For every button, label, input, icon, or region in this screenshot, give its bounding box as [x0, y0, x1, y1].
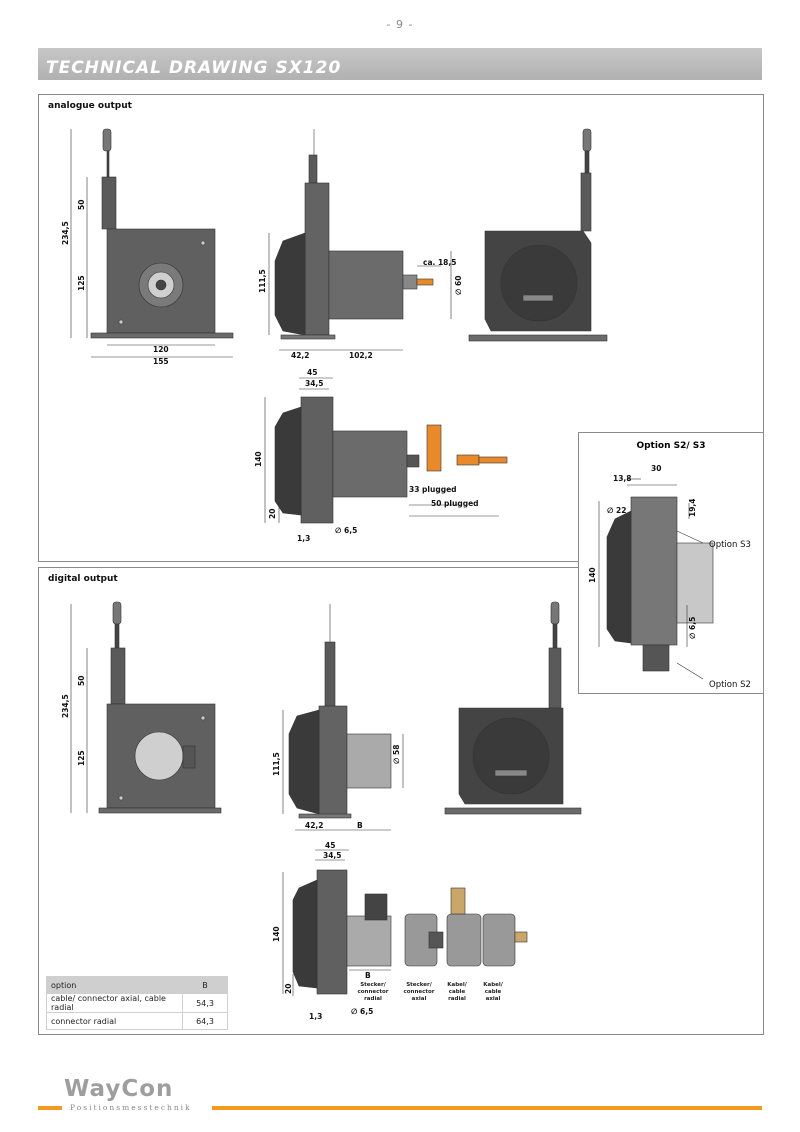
dim-plug50: 50 plugged	[431, 499, 479, 508]
conn-label-4b: cable	[485, 989, 502, 995]
option-row-label: cable/ connector axial, cable radial	[46, 993, 183, 1013]
dig-dim-side-dia: ∅ 58	[392, 745, 401, 764]
opt-dim-30: 30	[651, 464, 661, 473]
conn-label-3b: cable	[449, 989, 466, 995]
dig-dim-h-body: 125	[77, 750, 86, 766]
opt-dim-140: 140	[588, 567, 597, 583]
option-header-label: option	[46, 976, 183, 994]
analogue-side-view	[268, 129, 452, 351]
digital-side-view	[282, 604, 404, 831]
analogue-panel: analogue output	[38, 94, 764, 562]
dig-dim-bot-65: ∅ 6,5	[351, 1007, 373, 1016]
page-title: TECHNICAL DRAWING SX120	[46, 58, 342, 78]
waycon-logo: WayCon	[64, 1076, 174, 1102]
digital-back-view	[444, 601, 582, 815]
digital-drawing: 234,5 50 125 111,5 42,2 B ∅ 58	[61, 601, 582, 1021]
option-row-value: 54,3	[182, 993, 228, 1013]
dim-bot-13: 1,3	[297, 534, 310, 543]
option-s2s3-title: Option S2/ S3	[636, 441, 706, 451]
option-header-b: B	[182, 976, 228, 994]
option-s2-label: Option S2	[709, 680, 751, 690]
opt-dim-22: ∅ 22	[607, 506, 626, 515]
conn-label-4a: Kabel/	[483, 982, 504, 988]
dig-dim-side-b: B	[357, 821, 363, 830]
page-number: - 9 -	[386, 18, 414, 31]
dig-dim-bot-45: 45	[325, 841, 335, 850]
section-banner: TECHNICAL DRAWING SX120	[38, 48, 762, 80]
conn-label-1c: radial	[364, 996, 382, 1002]
option-table: option B cable/ connector axial, cable r…	[46, 976, 228, 1030]
dim-side-h: 111,5	[258, 269, 267, 293]
dim-bot-20: 20	[268, 509, 277, 519]
dim-bot-345: 34,5	[305, 379, 324, 388]
analogue-front-view	[70, 128, 234, 358]
dim-bot-65: ∅ 6,5	[335, 526, 357, 535]
analogue-title: analogue output	[48, 101, 132, 111]
dig-dim-h-top: 50	[77, 676, 86, 686]
analogue-bottom-view	[264, 377, 508, 524]
opt-dim-65: ∅ 6,5	[688, 617, 697, 639]
dim-side-w2: 102,2	[349, 351, 373, 360]
dim-h-total: 234,5	[61, 221, 70, 245]
digital-panel: digital output 234,5 50 125	[38, 567, 764, 1035]
dig-dim-side-w1: 42,2	[305, 821, 324, 830]
dim-h-top: 50	[77, 200, 86, 210]
dig-dim-side-h: 111,5	[272, 752, 281, 776]
analogue-drawing: 234,5 50 125 120 155	[61, 128, 608, 543]
conn-label-2b: connector	[404, 989, 435, 995]
table-row: cable/ connector axial, cable radial 54,…	[46, 993, 228, 1013]
dig-dim-bot-13: 1,3	[309, 1012, 322, 1021]
dig-dim-bot-20: 20	[284, 984, 293, 994]
digital-front-view	[70, 601, 222, 814]
dim-side-dia: ∅ 60	[454, 276, 463, 295]
footer-logo-gap	[62, 1103, 212, 1112]
conn-label-3c: radial	[448, 996, 466, 1002]
option-s2s3-panel: Option S2/ S3 13,8 30 ∅ 22 19,4 140 ∅ 6,…	[578, 432, 764, 694]
option-s3-label: Option S3	[709, 540, 751, 550]
dim-side-conn: ca. 18,5	[423, 258, 456, 267]
dig-dim-bot-140: 140	[272, 926, 281, 942]
dig-dim-h-total: 234,5	[61, 694, 70, 718]
logo-tagline: Positionsmesstechnik	[70, 1103, 192, 1112]
opt-dim-138: 13,8	[613, 474, 632, 483]
conn-label-4c: axial	[486, 996, 501, 1002]
digital-title: digital output	[48, 574, 118, 584]
dim-w-outer: 155	[153, 357, 169, 366]
opt-dim-194: 19,4	[688, 498, 697, 517]
dim-plug33: 33 plugged	[409, 485, 457, 494]
dim-w-inner: 120	[153, 345, 169, 354]
option-row-label: connector radial	[46, 1012, 183, 1030]
option-row-value: 64,3	[182, 1012, 228, 1030]
conn-label-2c: axial	[412, 996, 427, 1002]
conn-label-1a: Stecker/	[360, 982, 387, 988]
digital-bottom-view	[282, 849, 528, 996]
dim-bot-140: 140	[254, 451, 263, 467]
dim-bot-45: 45	[307, 368, 317, 377]
option-table-header: option B	[46, 976, 228, 994]
dig-dim-bot-b: B	[365, 971, 371, 980]
conn-label-3a: Kabel/	[447, 982, 468, 988]
dim-side-w1: 42,2	[291, 351, 310, 360]
conn-label-1b: connector	[358, 989, 389, 995]
conn-label-2a: Stecker/	[406, 982, 433, 988]
footer-accent-line	[38, 1106, 762, 1110]
table-row: connector radial 64,3	[46, 1012, 228, 1030]
option-s2s3-drawing: 13,8 30 ∅ 22 19,4 140 ∅ 6,5 Option S3 Op…	[588, 464, 751, 690]
dim-h-body: 125	[77, 275, 86, 291]
dig-dim-bot-345: 34,5	[323, 851, 342, 860]
analogue-back-view	[468, 128, 608, 342]
